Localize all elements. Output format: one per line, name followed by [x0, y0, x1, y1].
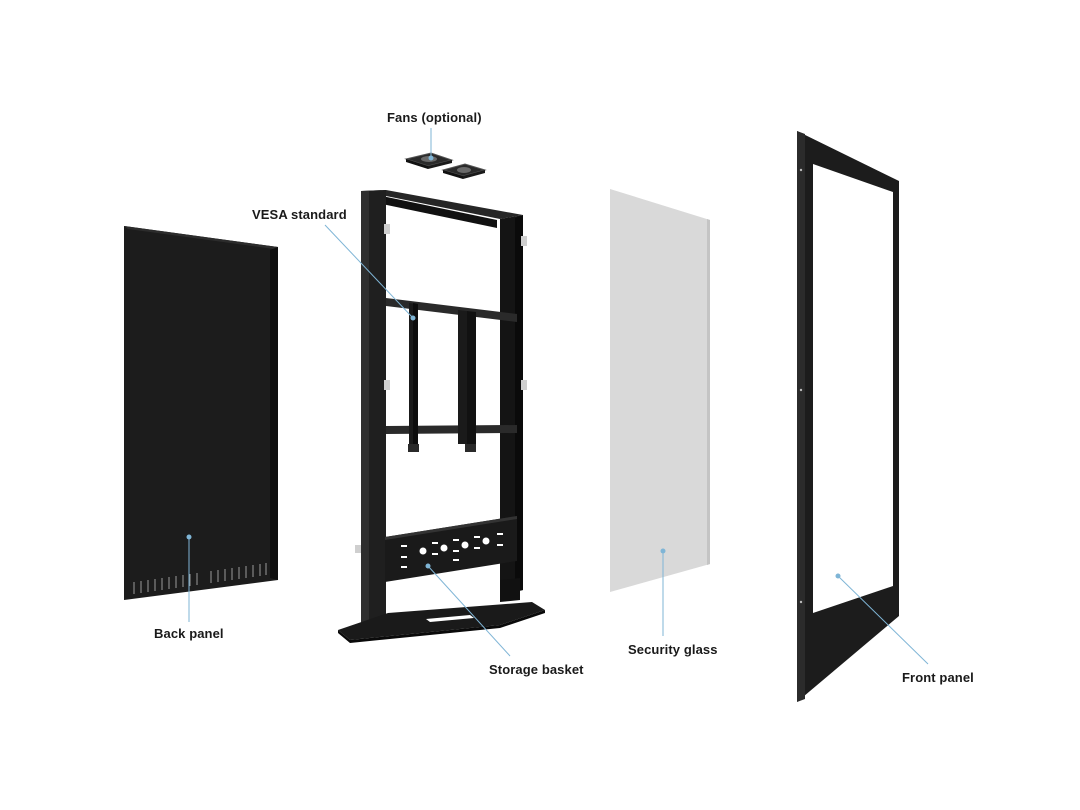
basket-holes	[401, 533, 503, 568]
kiosk-frame	[338, 190, 545, 643]
label-back-panel: Back panel	[154, 626, 224, 641]
leader-front-panel	[837, 575, 929, 665]
leader-storage-basket	[427, 565, 511, 657]
label-fans: Fans (optional)	[387, 110, 482, 125]
label-front-panel: Front panel	[902, 670, 974, 685]
leader-dots	[186, 155, 841, 579]
label-security-glass: Security glass	[628, 642, 718, 657]
fans	[404, 152, 487, 179]
back-panel	[124, 226, 278, 600]
security-glass	[610, 189, 710, 592]
label-storage-basket: Storage basket	[489, 662, 584, 677]
leader-vesa	[324, 224, 414, 319]
leader-lines	[188, 128, 929, 665]
back-panel-vents	[133, 563, 267, 594]
label-vesa-standard: VESA standard	[252, 207, 347, 222]
front-panel	[797, 131, 899, 702]
